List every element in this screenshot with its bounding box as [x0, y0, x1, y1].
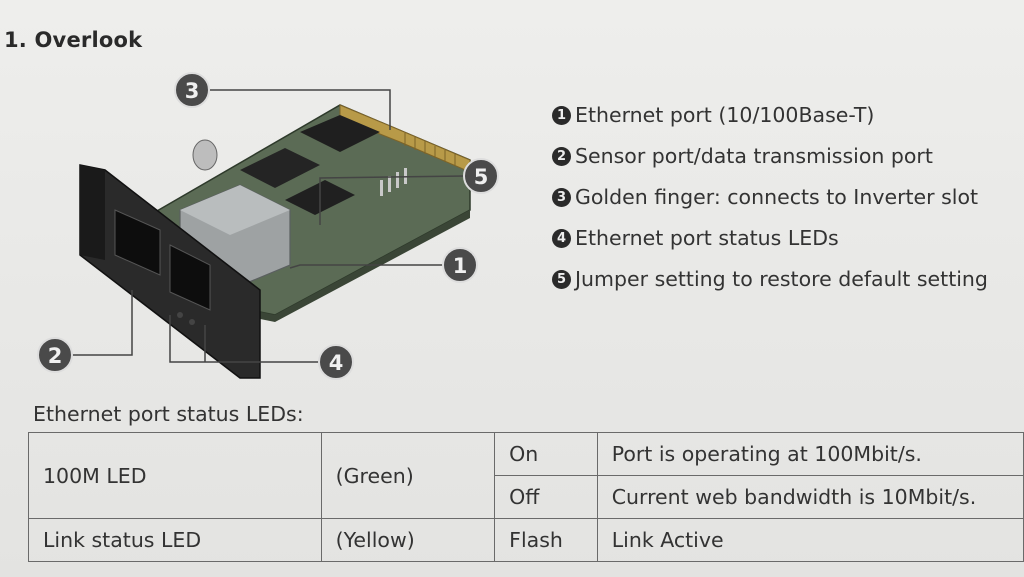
- badge-1: 1: [442, 247, 478, 283]
- leader-line-4: [169, 315, 320, 363]
- svg-text:4: 4: [329, 351, 344, 375]
- callout-list: 1 Ethernet port (10/100Base-T) 2 Sensor …: [552, 95, 988, 300]
- svg-text:5: 5: [474, 165, 489, 189]
- led-state-cell: On: [494, 432, 598, 476]
- led-indicator: [177, 312, 183, 318]
- callout-text: Ethernet port (10/100Base-T): [575, 103, 875, 127]
- ethernet-port: [169, 244, 211, 311]
- number-badge-icon: 5: [552, 270, 571, 289]
- chip: [240, 148, 320, 188]
- chip: [300, 115, 380, 152]
- leader-line-2: [70, 290, 133, 356]
- led-name-cell: Link status LED: [28, 518, 322, 562]
- battery-component: [192, 139, 218, 171]
- led-status-table: 100M LED (Green) On Port is operating at…: [28, 432, 1024, 562]
- table-row: Link status LED (Yellow) Flash Link Acti…: [28, 518, 1024, 562]
- callout-item: 5 Jumper setting to restore default sett…: [552, 259, 988, 300]
- led-color-cell: (Yellow): [320, 518, 496, 562]
- led-name-cell: 100M LED: [28, 432, 322, 519]
- svg-text:1: 1: [453, 254, 468, 278]
- led-table-heading: Ethernet port status LEDs:: [33, 402, 304, 426]
- led-state-cell: Flash: [494, 518, 598, 562]
- led-state-cell: Off: [494, 475, 598, 519]
- number-badge-icon: 2: [552, 147, 571, 166]
- leader-line-3: [210, 89, 391, 130]
- callout-text: Ethernet port status LEDs: [575, 226, 839, 250]
- badge-3: 3: [174, 72, 210, 108]
- sensor-port: [114, 209, 161, 276]
- led-description-cell: Port is operating at 100Mbit/s.: [596, 432, 1024, 476]
- badge-5: 5: [463, 158, 499, 194]
- section-title: 1. Overlook: [4, 28, 143, 52]
- led-color-cell: (Green): [320, 432, 496, 519]
- number-badge-icon: 1: [552, 106, 571, 125]
- number-badge-icon: 4: [552, 229, 571, 248]
- led-description-cell: Current web bandwidth is 10Mbit/s.: [596, 475, 1024, 519]
- callout-text: Jumper setting to restore default settin…: [575, 267, 988, 291]
- callout-item: 2 Sensor port/data transmission port: [552, 136, 988, 177]
- callout-text: Sensor port/data transmission port: [575, 144, 933, 168]
- leader-line-5: [319, 175, 466, 225]
- callout-item: 3 Golden finger: connects to Inverter sl…: [552, 177, 988, 218]
- svg-text:3: 3: [185, 79, 200, 103]
- network-card-illustration: 3 5 1 2 4: [37, 72, 499, 380]
- led-description-cell: Link Active: [596, 518, 1024, 562]
- table-row: Off Current web bandwidth is 10Mbit/s.: [29, 475, 1024, 519]
- badge-2: 2: [37, 337, 73, 373]
- callout-item: 4 Ethernet port status LEDs: [552, 218, 988, 259]
- table-row: 100M LED (Green) On Port is operating at…: [28, 432, 1024, 519]
- jumper-pins: [380, 168, 407, 196]
- led-indicator: [189, 319, 195, 325]
- leader-line-1: [289, 264, 445, 269]
- number-badge-icon: 3: [552, 188, 571, 207]
- callout-text: Golden finger: connects to Inverter slot: [575, 185, 979, 209]
- badge-4: 4: [318, 344, 354, 380]
- svg-text:2: 2: [48, 344, 63, 368]
- callout-item: 1 Ethernet port (10/100Base-T): [552, 95, 988, 136]
